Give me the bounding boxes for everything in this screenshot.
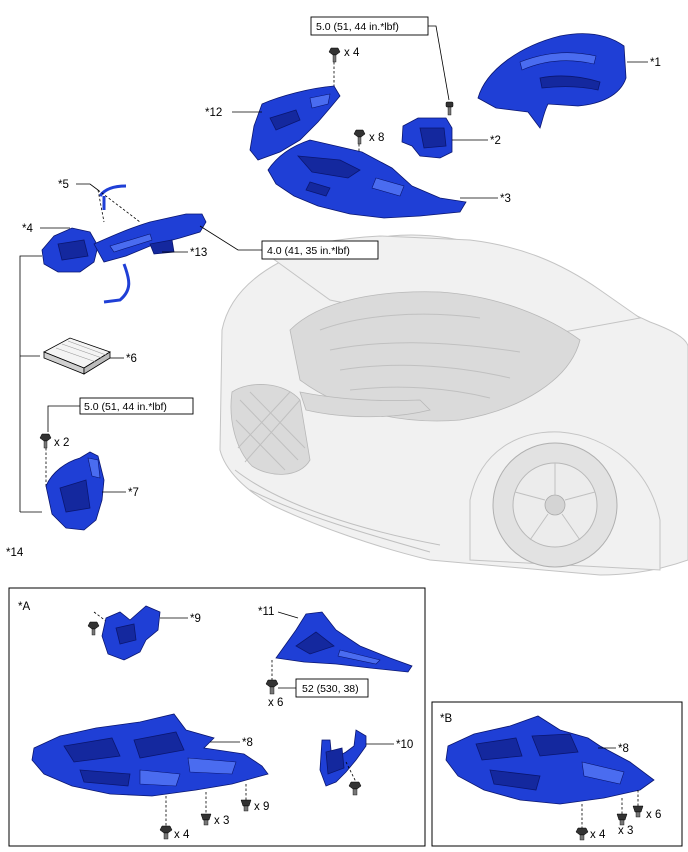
bolt-icon <box>328 47 341 63</box>
hose-part <box>103 263 131 304</box>
label-2: *2 <box>490 135 501 147</box>
count-x3-b: x 3 <box>618 825 633 837</box>
hose-part <box>98 184 127 210</box>
label-11: *11 <box>258 606 274 618</box>
panel-b <box>431 701 683 847</box>
bolt-icon <box>159 825 173 840</box>
clip-icon <box>200 813 212 826</box>
label-12: *12 <box>205 107 222 119</box>
bolt-icon <box>87 621 100 636</box>
label-7: *7 <box>128 487 139 499</box>
dash-line <box>97 189 105 223</box>
engine-under-cover-part <box>267 139 467 219</box>
bolt-icon <box>265 679 279 695</box>
panel-b-label: *B <box>440 713 452 725</box>
label-5: *5 <box>58 179 69 191</box>
bolt-icon <box>575 827 589 841</box>
leader-11 <box>277 611 299 619</box>
label-8a: *8 <box>242 737 253 749</box>
intake-duct-part <box>93 213 207 263</box>
cover-part-10 <box>319 729 367 787</box>
dash-line <box>93 611 111 625</box>
count-x4-top: x 4 <box>344 47 360 59</box>
leader-14 <box>19 255 42 512</box>
torque-4: 52 (530, 38) <box>302 683 359 695</box>
clip-icon <box>240 799 252 812</box>
label-4: *4 <box>22 223 33 235</box>
count-x4-b: x 4 <box>590 829 606 841</box>
count-x2: x 2 <box>54 437 69 449</box>
air-cleaner-case-part <box>45 451 105 531</box>
bolt-icon <box>348 781 362 796</box>
panel-a-label: *A <box>18 601 30 613</box>
torque-1: 5.0 (51, 44 in.*lbf) <box>316 21 399 33</box>
count-x6-11: x 6 <box>268 697 283 709</box>
engine-under-cover-part-b <box>445 715 655 805</box>
engine-shield-part <box>249 85 341 161</box>
bracket-part <box>401 117 453 159</box>
label-13: *13 <box>190 247 207 259</box>
count-x8: x 8 <box>369 132 384 144</box>
leader-5 <box>76 183 99 191</box>
label-9: *9 <box>190 613 201 625</box>
leader-torque-3 <box>47 405 80 432</box>
panel-a <box>8 587 426 847</box>
count-x4-a: x 4 <box>174 829 190 841</box>
label-1: *1 <box>650 57 661 69</box>
count-x6-b: x 6 <box>646 809 661 821</box>
dash-line <box>345 761 357 783</box>
clip-icon <box>632 805 644 818</box>
air-filter-element-part <box>43 337 111 375</box>
label-6: *6 <box>126 353 137 365</box>
torque-box-2 <box>261 240 379 260</box>
leader-torque-2 <box>199 225 262 251</box>
label-10: *10 <box>396 739 413 751</box>
engine-cover-part <box>477 33 627 129</box>
bolt-icon <box>353 129 366 145</box>
label-14: *14 <box>6 547 24 559</box>
clip-icon <box>616 813 628 826</box>
leader-torque-1 <box>428 25 450 101</box>
count-x9-a: x 9 <box>254 801 269 813</box>
cover-part-9 <box>101 605 161 661</box>
vehicle-illustration <box>219 234 688 576</box>
label-8b: *8 <box>618 743 629 755</box>
cover-part-11 <box>275 611 413 673</box>
air-cleaner-part <box>41 227 99 273</box>
bolt-icon <box>445 101 454 116</box>
torque-2: 4.0 (41, 35 in.*lbf) <box>267 245 350 257</box>
torque-3: 5.0 (51, 44 in.*lbf) <box>84 401 167 413</box>
engine-under-cover-part-a <box>31 713 269 797</box>
label-3: *3 <box>500 193 511 205</box>
count-x3-a: x 3 <box>214 815 229 827</box>
bolt-icon <box>39 433 52 449</box>
